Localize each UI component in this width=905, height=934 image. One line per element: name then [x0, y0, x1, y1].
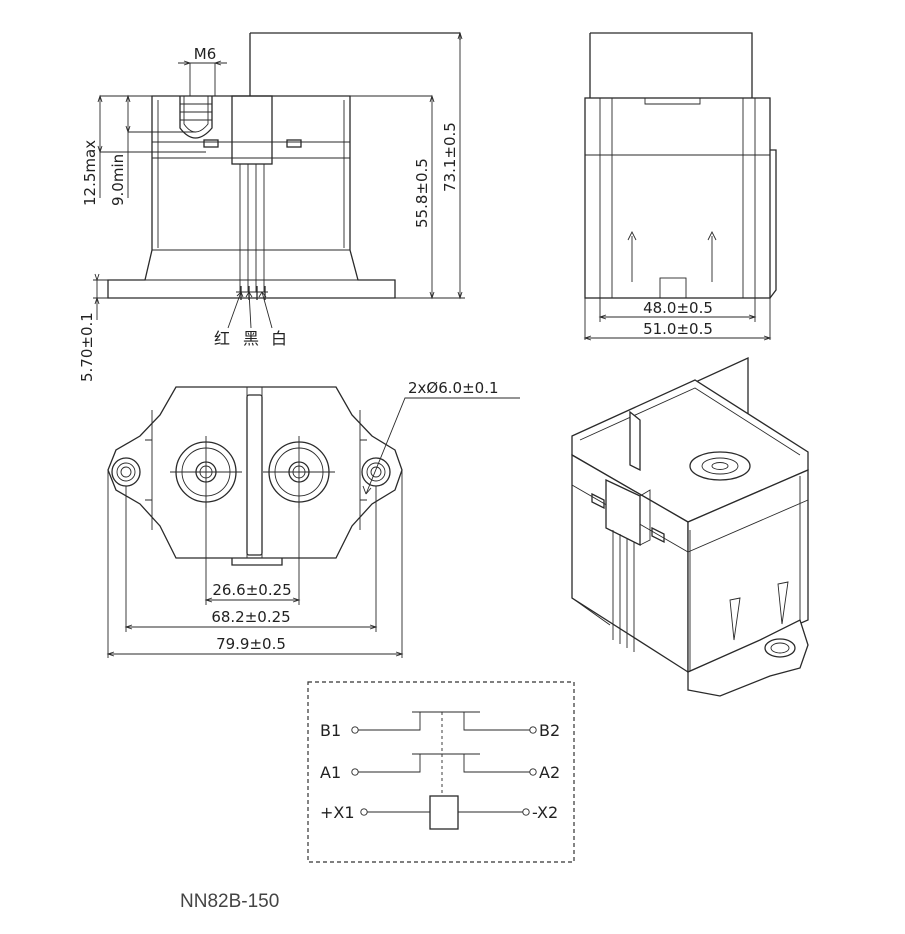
thread-dimension: M6 [194, 45, 217, 63]
terminal-x1-label: +X1 [320, 803, 355, 822]
screw-depth-max-dimension: 12.5max [81, 140, 99, 206]
terminal-x2-label: -X2 [532, 803, 558, 822]
schematic-diagram [307, 681, 575, 863]
model-number: NN82B-150 [180, 891, 279, 912]
terminal-a1-label: A1 [320, 763, 341, 782]
wire-color-red: 红 [214, 329, 230, 348]
terminal-a2-label: A2 [539, 763, 560, 782]
isometric-view [571, 356, 809, 697]
terminal-b2-label: B2 [539, 721, 560, 740]
screw-depth-min-dimension: 9.0min [109, 154, 127, 206]
total-height-dimension: 73.1±0.5 [441, 122, 459, 192]
front-view [93, 31, 465, 329]
side-view [583, 32, 777, 341]
top-view [106, 386, 520, 658]
terminal-b1-label: B1 [320, 721, 341, 740]
terminal-spacing-dimension: 26.6±0.25 [212, 581, 291, 599]
mount-holes-dimension: 2xØ6.0±0.1 [408, 379, 499, 397]
flange-thickness-dimension: 5.70±0.1 [78, 312, 96, 382]
hole-spacing-dimension: 68.2±0.25 [211, 608, 290, 626]
side-width-outer-dimension: 51.0±0.5 [643, 320, 713, 338]
side-width-inner-dimension: 48.0±0.5 [643, 299, 713, 317]
wire-color-black: 黑 [243, 329, 259, 348]
overall-length-dimension: 79.9±0.5 [216, 635, 286, 653]
body-height-dimension: 55.8±0.5 [413, 158, 431, 228]
wire-color-white: 白 [271, 329, 287, 348]
